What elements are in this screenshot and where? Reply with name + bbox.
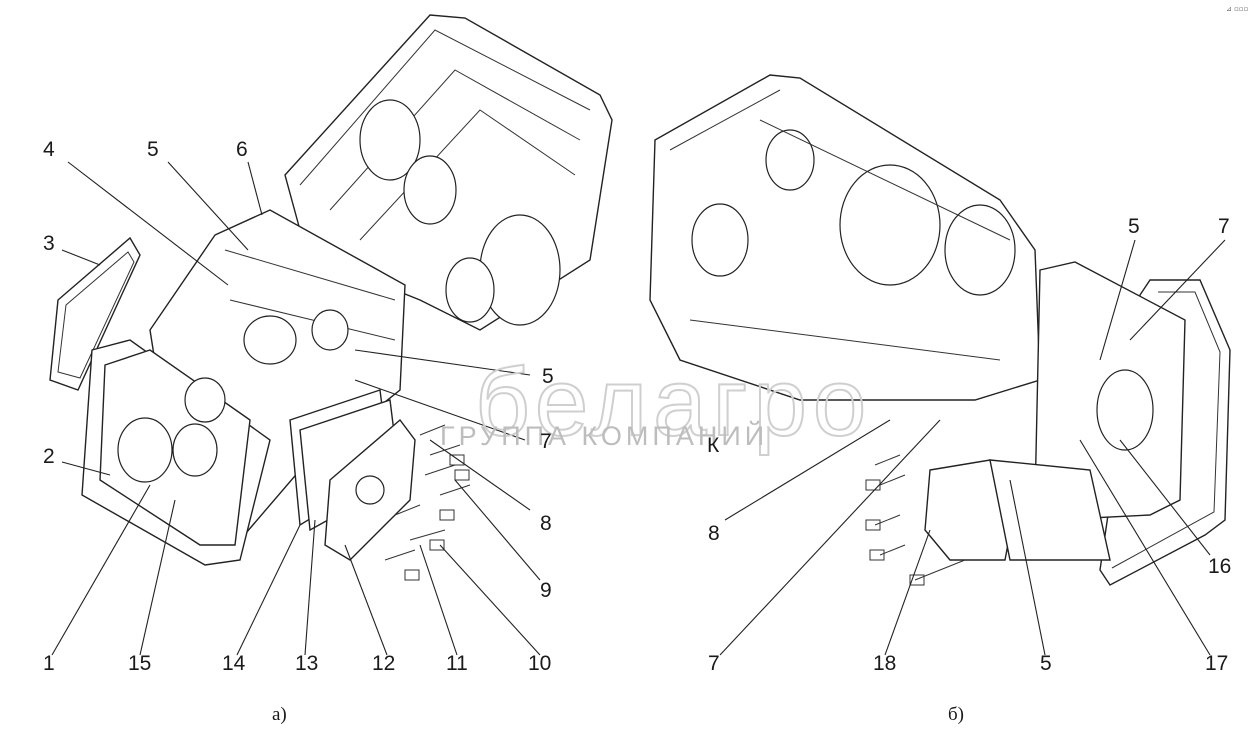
callouts-view-b: К 5 7 8 16 7 18 5 17 б) [707,215,1231,725]
callout-label: 7 [540,430,552,453]
callout-label: 11 [446,652,468,675]
callout-label: 5 [1128,215,1140,238]
callout-label: 8 [708,522,720,545]
callout-label: 12 [372,652,395,675]
view-b-caption: б) [948,704,964,725]
callout-label: 17 [1205,652,1228,675]
callout-label: 5 [147,138,159,161]
callout-label: 16 [1208,555,1231,578]
callout-label: 9 [540,579,552,602]
watermark-main: белагро [475,349,872,456]
watermark: белагро ГРУППА КОМПАНИЙ [440,348,872,457]
leader-lines [51,161,1226,656]
callout-label: 10 [528,652,551,675]
view-a-assembly [49,14,613,581]
callout-label: 7 [708,652,720,675]
callout-label: 5 [1040,652,1052,675]
callout-label: 1 [43,652,55,675]
callout-label: 4 [43,138,55,161]
watermark-sub: ГРУППА КОМПАНИЙ [440,420,768,451]
callout-label: 8 [540,512,552,535]
letter-k-label: К [707,434,720,457]
callout-label: 3 [43,232,55,255]
callout-label: 6 [236,138,248,161]
callout-label: 14 [222,652,246,675]
corner-mark: ⊿ ▫▫▫ [1226,5,1248,13]
callout-label: 18 [873,652,896,675]
callout-label: 2 [43,445,55,468]
callout-label: 13 [295,652,318,675]
callout-label: 15 [128,652,151,675]
callout-label: 5 [542,365,554,388]
view-b-assembly [649,74,1231,586]
callout-label: 7 [1218,215,1230,238]
view-a-caption: а) [272,704,287,725]
callouts-view-a: 4 5 6 3 5 2 7 8 9 1 15 14 13 12 11 10 а) [43,138,554,725]
